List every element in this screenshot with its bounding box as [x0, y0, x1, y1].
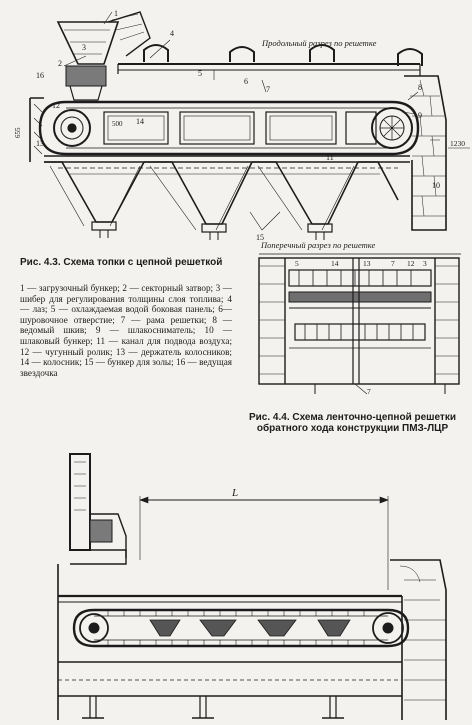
callout-1: 1 — [114, 9, 118, 18]
cross-callout-3: 3 — [423, 259, 427, 268]
callout-7: 7 — [266, 85, 270, 94]
callout-16: 16 — [36, 71, 44, 80]
callout-5: 5 — [198, 69, 202, 78]
fig44-dimension-label: L — [231, 487, 238, 499]
callout-12: 12 — [52, 101, 60, 110]
cross-callout-5: 5 — [295, 259, 299, 268]
cross-callout-13: 13 — [363, 259, 371, 268]
callout-4: 4 — [170, 29, 174, 38]
callout-14: 14 — [136, 117, 144, 126]
callout-15: 15 — [256, 233, 264, 242]
cross-section-drawing: Поперечный разрез по решетке 5 14 13 7 1… — [258, 240, 461, 396]
callout-10: 10 — [432, 181, 440, 190]
cross-section-label: Поперечный разрез по решетке — [260, 240, 376, 250]
callout-3: 3 — [82, 43, 86, 52]
callout-11: 11 — [326, 153, 334, 162]
dimension-inner: 500 — [112, 120, 123, 128]
cross-callout-7b: 7 — [367, 387, 371, 396]
fig43-longitudinal-drawing: Продольный разрез по решетке 1 2 3 4 5 6… — [14, 9, 470, 242]
fig43-legend: 1 — загрузочный бункер; 2 — секторный за… — [20, 283, 232, 378]
cross-callout-14: 14 — [331, 259, 339, 268]
longitudinal-section-label: Продольный разрез по решетке — [261, 38, 377, 48]
callout-2: 2 — [58, 59, 62, 68]
cross-callout-12: 12 — [407, 259, 415, 268]
cross-callout-7: 7 — [391, 259, 395, 268]
callout-6: 6 — [244, 77, 248, 86]
callout-8: 8 — [418, 83, 422, 92]
callout-13: 13 — [36, 139, 44, 148]
fig43-caption: Рис. 4.3. Схема топки с цепной решеткой — [20, 257, 223, 268]
fig44-drawing: L — [57, 453, 447, 720]
dimension-right: 1230 — [450, 139, 465, 148]
callout-9: 9 — [418, 111, 422, 120]
fig44-caption: Рис. 4.4. Схема ленточно-цепной решетки … — [248, 412, 456, 434]
dimension-left: 655 — [14, 127, 22, 138]
